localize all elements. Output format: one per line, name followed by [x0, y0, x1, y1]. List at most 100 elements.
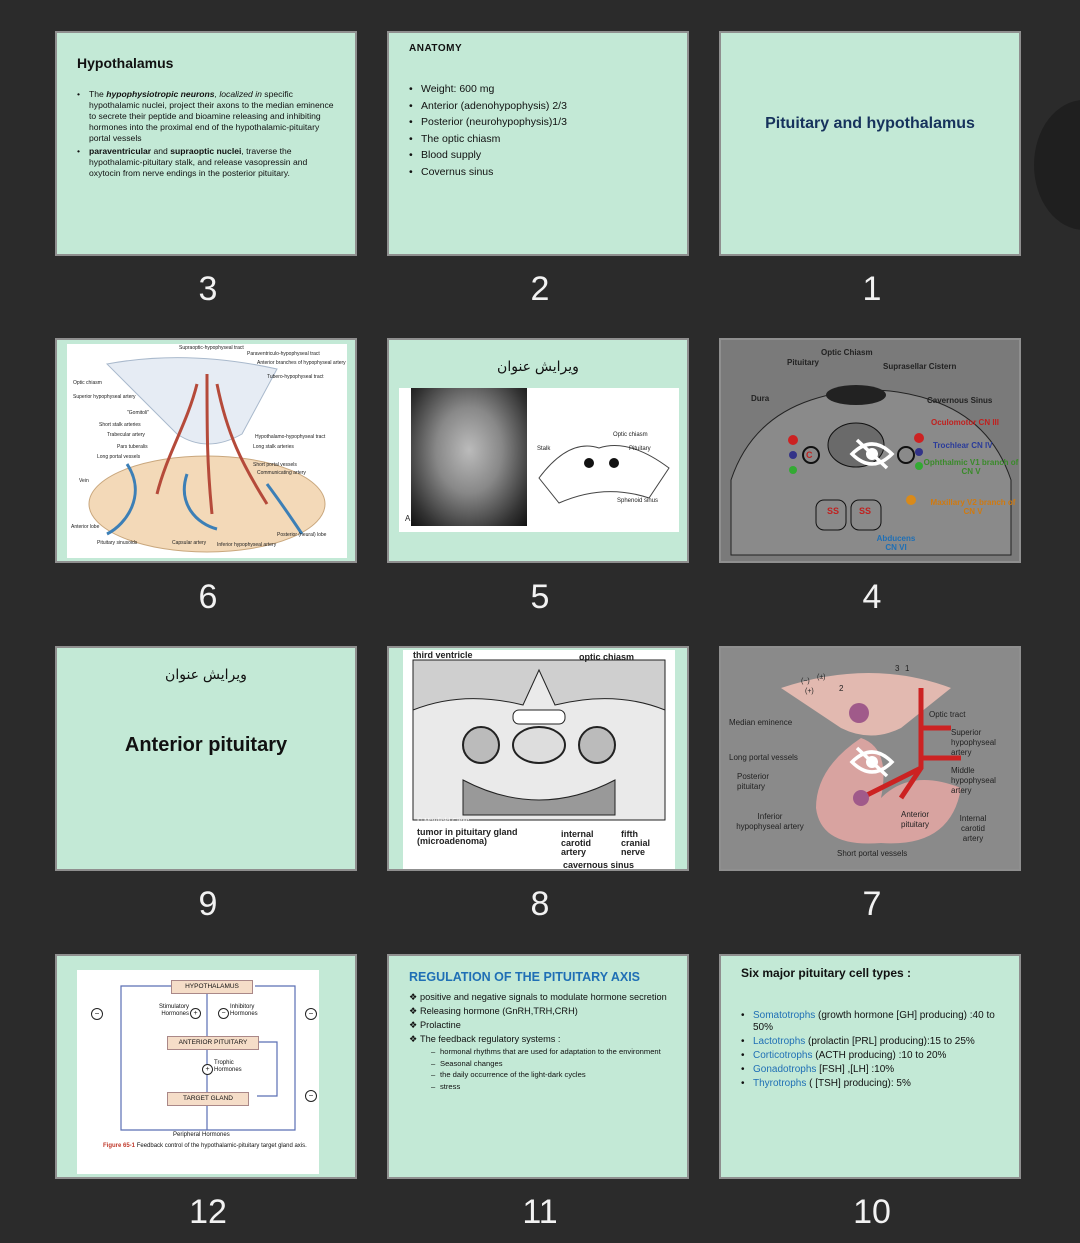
diagram-label: Communicating artery [257, 470, 306, 476]
slide-number: 8 [530, 885, 550, 923]
diagram-label: Hypothalamo-hypophyseal tract [255, 434, 326, 440]
diagram-label: Cavernous Sinus [927, 396, 993, 405]
slide-thumb-9[interactable]: ویرایش عنوان Anterior pituitary [55, 646, 357, 871]
slide-subtitle: Anterior pituitary [124, 734, 288, 756]
list-item: Thyrotrophs ( [TSH] producing): 5% [741, 1078, 1003, 1090]
list-item: Anterior (adenohypophysis) 2/3 [409, 98, 671, 115]
slide-number: 12 [189, 1193, 227, 1231]
diagram-label: Long portal vessels [97, 454, 141, 460]
diagram-label: C [806, 450, 813, 460]
minus-sign: − [218, 1008, 229, 1019]
list-item: Gonadotrophs [FSH] ,[LH] :10% [741, 1064, 1003, 1076]
diagram-label: Long portal vessels [729, 753, 798, 762]
cavernous-sinus-diagram: third ventricle optic chiasm © Mayfield … [403, 650, 675, 870]
plus-sign: + [190, 1008, 201, 1019]
flow-box-hypothalamus: HYPOTHALAMUS [171, 980, 253, 994]
diagram-label: Middle hypophyseal artery [951, 766, 996, 795]
list-item: Corticotrophs (ACTH producing) :10 to 20… [741, 1050, 1003, 1062]
slide-title: ANATOMY [409, 43, 463, 54]
slide-thumb-2[interactable]: ANATOMY Weight: 600 mg Anterior (adenohy… [387, 31, 689, 256]
list-item: paraventricular and supraoptic nuclei, t… [77, 146, 339, 179]
diagram-label: "Gomitoli" [127, 410, 149, 416]
diagram-label: Stalk [537, 446, 551, 452]
diagram-label: Posterior pituitary [737, 772, 770, 791]
diagram-label: Posterior (neural) lobe [277, 532, 327, 538]
slide-number: 9 [198, 885, 218, 923]
diagram-label: Pituitary sinusoids [97, 540, 138, 546]
list-item: Somatotrophs (growth hormone [GH] produc… [741, 1010, 1003, 1034]
slide-thumb-7[interactable]: Median eminence Optic tract Superior hyp… [719, 646, 1021, 871]
slide-title: ویرایش عنوان [165, 666, 247, 682]
list-item: Weight: 600 mg [409, 81, 671, 98]
flow-box-target-gland: TARGET GLAND [167, 1092, 249, 1106]
flow-label: Stimulatory Hormones [158, 1004, 189, 1017]
diagram-label: Maxillary V2 branch of CN V [930, 498, 1016, 516]
slide-thumb-5[interactable]: ویرایش عنوان A Optic chiasm Pituitary St… [387, 338, 689, 563]
diagram-label: 3 [895, 664, 900, 673]
slide-title: REGULATION OF THE PITUITARY AXIS [409, 970, 641, 984]
mri-scan [411, 388, 527, 526]
bullet-list: Weight: 600 mg Anterior (adenohypophysis… [409, 81, 671, 180]
mri-image: A Optic chiasm Pituitary Stalk Sphenoid … [399, 388, 679, 532]
slide-thumb-12[interactable]: HYPOTHALAMUS Stimulatory Hormones + − In… [55, 954, 357, 1179]
diagram-label: Pituitary [629, 446, 651, 452]
slide-number: 3 [198, 270, 218, 308]
diagram-label: Superior hypophyseal artery [951, 728, 996, 757]
diagram-label: Supraoptic-hypophyseal tract [179, 345, 244, 351]
diagram-label: 2 [839, 684, 844, 693]
diagram-label: SS [859, 506, 872, 516]
diagram-label: Anterior lobe [71, 524, 100, 530]
minus-sign: − [91, 1008, 103, 1020]
slide-thumb-4[interactable]: Optic Chiasm Pituitary Suprasellar Ciste… [719, 338, 1021, 563]
slide-thumb-1[interactable]: Pituitary and hypothalamus [719, 31, 1021, 256]
diagram-label: Pars tuberalis [117, 444, 148, 450]
list-item: Blood supply [409, 147, 671, 164]
diagram-label: Optic chiasm [73, 380, 102, 386]
list-item: Posterior (neurohypophysis)1/3 [409, 114, 671, 131]
slide-thumb-8[interactable]: third ventricle optic chiasm © Mayfield … [387, 646, 689, 871]
panel-label: A [405, 514, 411, 523]
slide-thumb-11[interactable]: REGULATION OF THE PITUITARY AXIS ❖positi… [387, 954, 689, 1179]
diagram-label: cavernous sinus [563, 860, 635, 870]
diagram-label: Trochlear CN IV [933, 441, 993, 450]
slide-number: 1 [862, 270, 882, 308]
diagram-label: Anterior pituitary [901, 810, 930, 829]
hypophyseal-vessels-diagram: Supraoptic-hypophyseal tract Paraventric… [67, 344, 347, 558]
diagram-label: Short portal vessels [253, 462, 297, 468]
side-scroll-handle[interactable] [1034, 100, 1080, 230]
diagram-label: Short stalk arteries [99, 422, 141, 428]
list-item: Lactotrophs (prolactin [PRL] producing):… [741, 1036, 1003, 1048]
bullet-list: ❖positive and negative signals to modula… [409, 992, 669, 1091]
diagram-label: Capsular artery [172, 540, 207, 546]
diagram-label: (±) [817, 674, 826, 681]
list-item: ❖Releasing hormone (GnRH,TRH,CRH) [409, 1006, 578, 1016]
slide-thumb-6[interactable]: Supraoptic-hypophyseal tract Paraventric… [55, 338, 357, 563]
diagram-label: SS [827, 506, 840, 516]
diagram-label: © Mayfield Clinic [417, 818, 470, 825]
list-item: –hormonal rhythms that are used for adap… [431, 1047, 661, 1056]
list-item: Covernus sinus [409, 164, 671, 181]
diagram-label: Dura [751, 394, 770, 403]
diagram-label: internal carotid artery [561, 829, 594, 857]
diagram-label: Internal carotid artery [959, 814, 987, 843]
slide-thumb-3[interactable]: Hypothalamus The hypophysiotropic neuron… [55, 31, 357, 256]
diagram-label: Suprasellar Cistern [883, 362, 957, 371]
hidden-eye-icon[interactable] [849, 745, 895, 779]
diagram-label: Inferior hypophyseal artery [217, 542, 277, 548]
feedback-flowchart: HYPOTHALAMUS Stimulatory Hormones + − In… [77, 970, 319, 1174]
diagram-label: Ophthalmic V1 branch of CN V [923, 458, 1019, 476]
diagram-label: Abducens CN VI [876, 534, 916, 552]
diagram-label: (−) [801, 678, 810, 685]
diagram-label: Optic chiasm [613, 432, 648, 438]
diagram-label: Sphenoid sinus [617, 498, 659, 504]
flow-label: Peripheral Hormones [173, 1132, 230, 1138]
list-item: The optic chiasm [409, 131, 671, 148]
slide-title: Six major pituitary cell types : [741, 966, 912, 980]
bullet-list: Somatotrophs (growth hormone [GH] produc… [741, 1010, 1003, 1090]
diagram-label: third ventricle [413, 650, 473, 660]
slide-thumb-10[interactable]: Six major pituitary cell types : Somatot… [719, 954, 1021, 1179]
slide-number: 10 [853, 1193, 891, 1231]
slide-number: 4 [862, 578, 882, 616]
slide-title: Hypothalamus [77, 55, 174, 71]
hidden-eye-icon[interactable] [849, 437, 895, 471]
